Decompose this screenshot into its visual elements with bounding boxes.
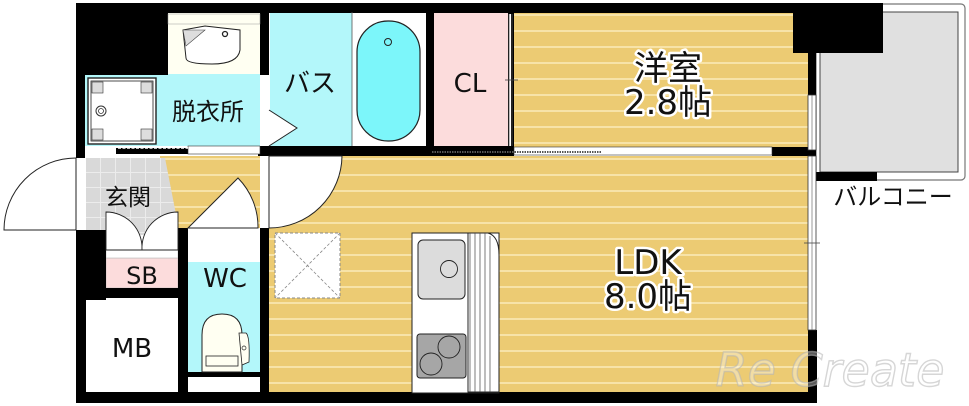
bath-label: バス [284, 69, 336, 99]
walls [76, 3, 883, 403]
meter-box-label: MB [112, 334, 152, 364]
balcony-window-lower[interactable] [804, 155, 820, 331]
front-door[interactable] [3, 157, 86, 231]
ldk-door[interactable] [260, 155, 343, 229]
western-room-size: 2.8帖 [624, 83, 712, 123]
western-room-floor [513, 12, 815, 148]
sliding-door-western[interactable] [432, 146, 773, 156]
shoe-box-label: SB [126, 262, 158, 290]
toilet-label: WC [203, 264, 247, 294]
entrance-label: 玄関 [105, 185, 151, 211]
western-room-label: 洋室 [634, 49, 702, 89]
toilet-entry [188, 228, 260, 262]
kitchen-sink [417, 239, 466, 300]
ldk-floor [268, 156, 815, 394]
sliding-door-dressing[interactable] [118, 145, 261, 155]
ldk-label: LDK [614, 243, 683, 283]
closet-label: CL [454, 69, 487, 99]
toilet-door[interactable] [186, 177, 259, 229]
toilet-sill [188, 376, 260, 392]
shoe-box-top [105, 249, 179, 259]
meter-box-floor [86, 298, 178, 392]
refrigerator-space [274, 232, 341, 299]
watermark: Re Create [716, 343, 945, 397]
toilet-fixture [201, 313, 250, 373]
washing-machine-pan [87, 77, 157, 145]
ldk-size: 8.0帖 [604, 277, 692, 317]
washbasin [167, 13, 261, 65]
stove [416, 333, 467, 379]
bath-door[interactable] [260, 75, 298, 147]
bathtub [351, 12, 421, 146]
shoe-box-doors[interactable] [105, 211, 179, 251]
closet-door[interactable] [505, 14, 518, 146]
shoe-box-floor [105, 257, 179, 289]
balcony-window-upper[interactable] [807, 94, 817, 151]
closet-floor [434, 12, 508, 146]
balcony-label: バルコニー [833, 183, 953, 211]
dressing-label: 脱衣所 [172, 98, 244, 126]
